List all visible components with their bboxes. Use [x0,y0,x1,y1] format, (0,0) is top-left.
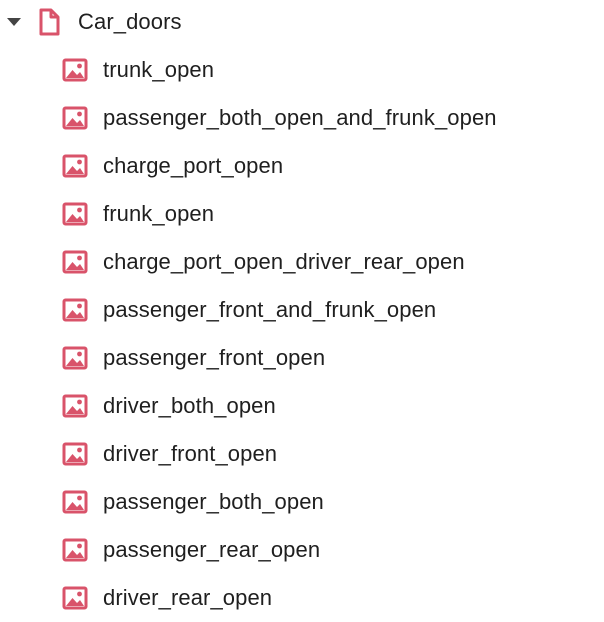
list-item[interactable]: passenger_both_open_and_frunk_open [62,100,497,136]
list-item-label: passenger_both_open_and_frunk_open [103,105,497,130]
image-icon [62,202,88,226]
image-icon [62,250,88,274]
caret-down-icon[interactable] [2,10,26,34]
image-icon [62,394,88,418]
list-item-label: frunk_open [103,201,215,226]
image-icon [62,298,88,322]
list-item[interactable]: driver_both_open [62,388,276,424]
image-icon [62,58,88,82]
image-icon [62,106,88,130]
folder-row-car-doors[interactable]: Car_doors [0,4,182,40]
list-item-label: driver_both_open [103,393,276,418]
list-item[interactable]: charge_port_open_driver_rear_open [62,244,465,280]
image-icon [62,346,88,370]
list-item-label: passenger_rear_open [103,537,321,562]
list-item-label: passenger_both_open [103,489,324,514]
list-item[interactable]: passenger_front_open [62,340,325,376]
image-icon [62,154,88,178]
list-item-label: driver_rear_open [103,585,273,610]
list-item-label: passenger_front_and_frunk_open [103,297,437,322]
list-item[interactable]: driver_rear_open [62,580,272,616]
list-item[interactable]: passenger_front_and_frunk_open [62,292,436,328]
document-icon [38,8,60,36]
list-item-label: charge_port_open [103,153,284,178]
image-icon [62,538,88,562]
image-icon [62,586,88,610]
list-item[interactable]: driver_front_open [62,436,277,472]
folder-label: Car_doors [78,9,182,34]
list-item[interactable]: trunk_open [62,52,214,88]
list-item-label: trunk_open [103,57,215,82]
image-icon [62,490,88,514]
list-item-label: passenger_front_open [103,345,326,370]
list-item[interactable]: charge_port_open [62,148,283,184]
list-item[interactable]: passenger_both_open [62,484,324,520]
image-icon [62,442,88,466]
list-item[interactable]: frunk_open [62,196,214,232]
list-item-label: driver_front_open [103,441,278,466]
list-item[interactable]: passenger_rear_open [62,532,320,568]
list-item-label: charge_port_open_driver_rear_open [103,249,465,274]
